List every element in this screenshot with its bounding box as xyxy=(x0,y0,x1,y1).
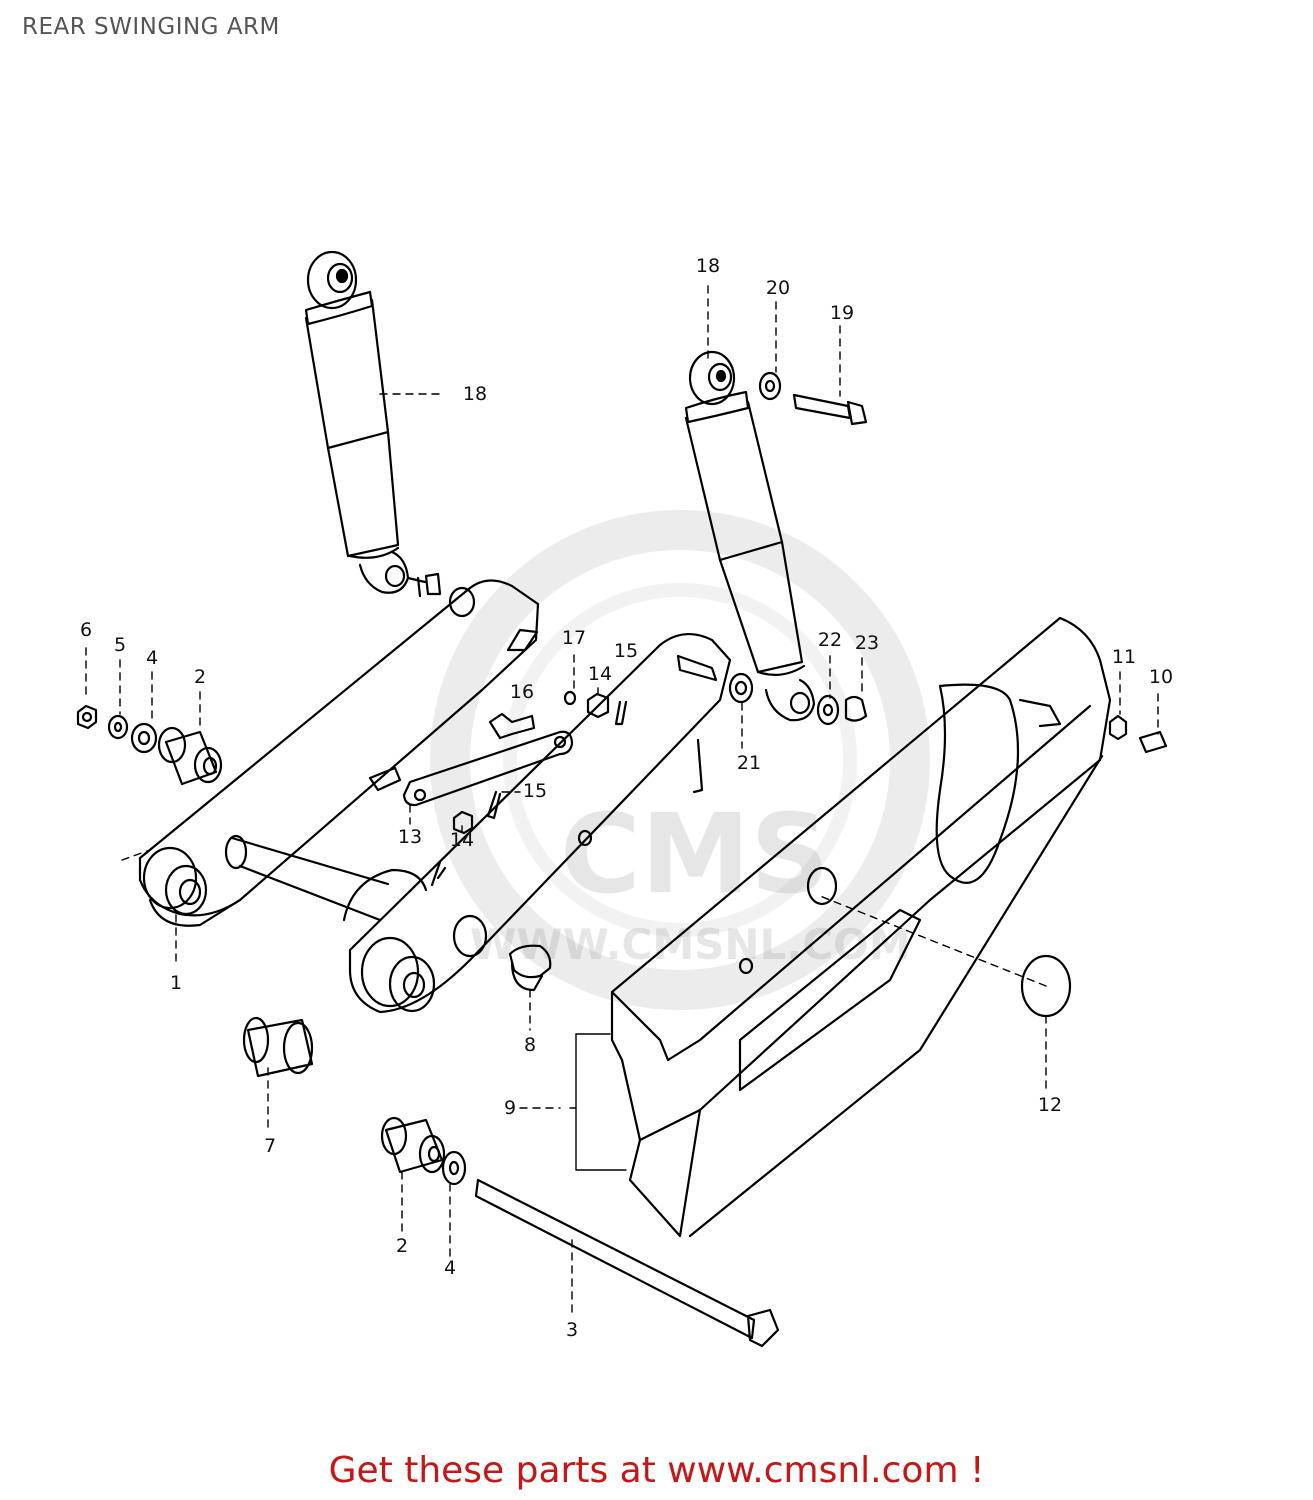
callout-14-top[interactable]: 14 xyxy=(587,663,613,685)
callout-6[interactable]: 6 xyxy=(79,619,93,641)
watermark-brand: CMS xyxy=(560,790,830,918)
callout-14-bottom[interactable]: 14 xyxy=(449,829,475,851)
cap-8[interactable] xyxy=(508,944,552,992)
leader-lines xyxy=(85,285,1159,1317)
pivot-bolt-3[interactable] xyxy=(474,1178,780,1348)
swing-arm[interactable] xyxy=(138,579,732,1014)
callout-21[interactable]: 21 xyxy=(736,752,762,774)
left-shock-absorber[interactable] xyxy=(304,250,442,598)
footer-link[interactable]: Get these parts at www.cmsnl.com ! xyxy=(328,1450,985,1491)
link-13[interactable] xyxy=(402,730,574,807)
right-shock-absorber[interactable] xyxy=(684,350,816,722)
washer-5[interactable] xyxy=(107,714,129,740)
bushing-2-top[interactable] xyxy=(157,726,223,786)
diagram-title: REAR SWINGING ARM xyxy=(22,14,280,40)
washer-4-bottom[interactable] xyxy=(441,1150,467,1186)
callout-9[interactable]: 9 xyxy=(503,1097,517,1119)
callout-4-bottom[interactable]: 4 xyxy=(443,1257,457,1279)
callout-5[interactable]: 5 xyxy=(113,634,127,656)
callout-10[interactable]: 10 xyxy=(1148,666,1174,688)
callout-2-top[interactable]: 2 xyxy=(193,666,207,688)
washer-4[interactable] xyxy=(130,722,158,754)
bushing-2-bottom[interactable] xyxy=(380,1116,446,1174)
callout-11[interactable]: 11 xyxy=(1111,646,1137,668)
callout-15-bottom[interactable]: 15 xyxy=(522,780,548,802)
callout-4-top[interactable]: 4 xyxy=(145,647,159,669)
callout-20[interactable]: 20 xyxy=(765,277,791,299)
callout-18-left[interactable]: 18 xyxy=(462,383,488,405)
callout-12[interactable]: 12 xyxy=(1037,1094,1063,1116)
callout-18-right[interactable]: 18 xyxy=(695,255,721,277)
nut-6[interactable] xyxy=(76,704,98,730)
callout-17[interactable]: 17 xyxy=(561,627,587,649)
washer-22[interactable] xyxy=(816,694,840,726)
callout-2-bottom[interactable]: 2 xyxy=(395,1235,409,1257)
chain-case-9[interactable] xyxy=(610,616,1112,1238)
cotter-pin-15[interactable] xyxy=(486,654,718,820)
nut-14[interactable] xyxy=(452,692,610,835)
washer-17[interactable] xyxy=(563,690,577,706)
bolt-10[interactable] xyxy=(1138,730,1168,754)
callout-13[interactable]: 13 xyxy=(397,826,423,848)
callout-3[interactable]: 3 xyxy=(565,1319,579,1341)
washer-20[interactable] xyxy=(758,371,782,401)
bushing-7[interactable] xyxy=(242,1016,314,1078)
callout-1[interactable]: 1 xyxy=(169,972,183,994)
bracket-9 xyxy=(569,1033,627,1171)
nut-11[interactable] xyxy=(1108,714,1128,741)
callout-15-top[interactable]: 15 xyxy=(613,640,639,662)
callout-16[interactable]: 16 xyxy=(509,681,535,703)
bolt-19[interactable] xyxy=(792,393,868,426)
callout-8[interactable]: 8 xyxy=(523,1034,537,1056)
nut-23[interactable] xyxy=(844,695,868,722)
bolt-16[interactable] xyxy=(488,712,536,740)
callout-23[interactable]: 23 xyxy=(854,632,880,654)
callout-19[interactable]: 19 xyxy=(829,302,855,324)
callout-22[interactable]: 22 xyxy=(817,629,843,651)
callout-7[interactable]: 7 xyxy=(263,1135,277,1157)
